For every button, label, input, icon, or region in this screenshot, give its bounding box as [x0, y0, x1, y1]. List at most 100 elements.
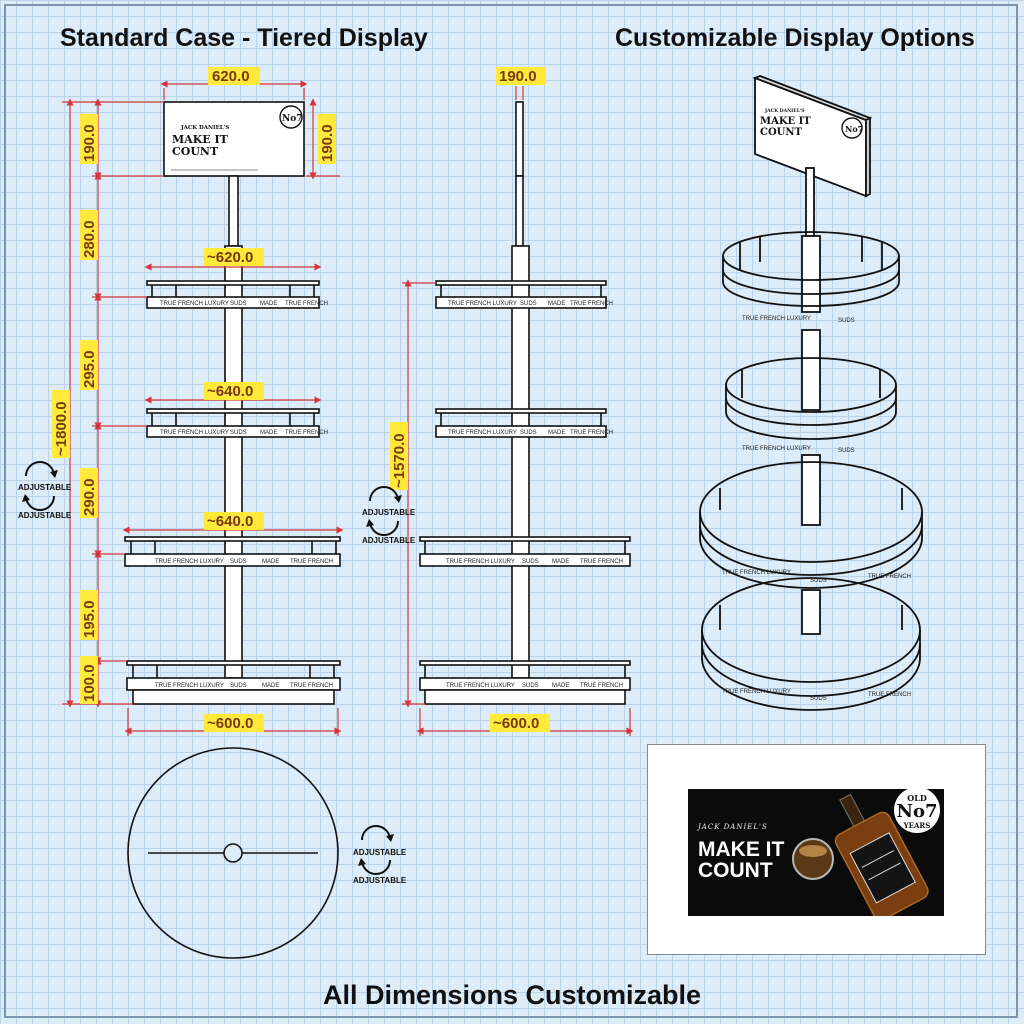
- sign-height-left-label: 190.0: [81, 124, 98, 162]
- isometric-view: [699, 75, 923, 711]
- front-sign-brand: JACK DANIEL'S: [180, 125, 229, 131]
- side-tier-3: [419, 536, 631, 567]
- artwork-brand: JACK DANIEL'S: [698, 823, 768, 831]
- side-shelf-labels: TRUE FRENCH LUXURY SUDS MADE TRUE FRENCH…: [446, 301, 623, 689]
- iso-sign-line1: MAKE IT: [760, 116, 811, 127]
- seg-100-label: 100.0: [81, 664, 98, 702]
- iso-tier-2: [725, 357, 897, 440]
- base-width-front-label: ~600.0: [207, 715, 253, 732]
- svg-text:TRUE FRENCH LUXURY: TRUE FRENCH LUXURY: [742, 446, 811, 452]
- svg-text:SUDS: SUDS: [838, 318, 855, 324]
- front-tier-3: [124, 536, 341, 567]
- svg-text:MADE: MADE: [552, 683, 569, 689]
- adjustable-icon-side: ADJUSTABLE ADJUSTABLE: [362, 486, 416, 545]
- side-sign-panel: [515, 101, 524, 177]
- artwork-line1: MAKE IT: [698, 838, 785, 861]
- sign-width-label: 620.0: [212, 68, 250, 85]
- svg-text:SUDS: SUDS: [230, 430, 247, 436]
- front-view: [124, 101, 341, 705]
- front-sign-badge: [279, 105, 303, 129]
- svg-text:SUDS: SUDS: [230, 559, 247, 565]
- old-no7-seal: OLD No7 YEARS: [894, 789, 940, 833]
- svg-text:ADJUSTABLE: ADJUSTABLE: [362, 536, 416, 545]
- whiskey-bottle-illustration: [792, 793, 929, 916]
- side-tier-4: [419, 660, 631, 705]
- iso-sign-line2: COUNT: [760, 127, 803, 138]
- svg-text:MADE: MADE: [548, 430, 565, 436]
- svg-text:TRUE FRENCH LUXURY: TRUE FRENCH LUXURY: [448, 430, 517, 436]
- svg-text:TRUE FRENCH: TRUE FRENCH: [285, 430, 328, 436]
- svg-text:MADE: MADE: [260, 430, 277, 436]
- svg-text:TRUE FRENCH LUXURY: TRUE FRENCH LUXURY: [446, 559, 515, 565]
- svg-text:TRUE FRENCH: TRUE FRENCH: [290, 559, 333, 565]
- standard-case-title: Standard Case - Tiered Display: [60, 24, 428, 52]
- svg-text:ADJUSTABLE: ADJUSTABLE: [362, 508, 416, 517]
- svg-text:SUDS: SUDS: [810, 578, 827, 584]
- front-tier-1: [146, 280, 320, 309]
- adjustable-height-label: ~1570.0: [391, 433, 408, 488]
- front-sign-line1: MAKE IT: [172, 133, 229, 146]
- iso-sign-badge: No7: [845, 124, 863, 134]
- svg-text:SUDS: SUDS: [520, 430, 537, 436]
- svg-text:TRUE FRENCH: TRUE FRENCH: [285, 301, 328, 307]
- total-height-label: ~1800.0: [53, 401, 70, 456]
- side-view: [419, 101, 631, 705]
- tier3-width-label: ~640.0: [207, 513, 253, 530]
- svg-text:MADE: MADE: [260, 301, 277, 307]
- iso-tier-1: [722, 231, 900, 307]
- iso-tier-4: [701, 577, 921, 711]
- adjustable-icon-top: ADJUSTABLE ADJUSTABLE: [353, 825, 407, 885]
- tier2-width-label: ~640.0: [207, 383, 253, 400]
- svg-text:MADE: MADE: [262, 683, 279, 689]
- sign-artwork: JACK DANIEL'S MAKE IT COUNT OLD No7 YEAR…: [688, 789, 944, 916]
- svg-text:TRUE FRENCH LUXURY: TRUE FRENCH LUXURY: [722, 689, 791, 695]
- side-sign-width-label: 190.0: [499, 68, 537, 85]
- svg-text:TRUE FRENCH: TRUE FRENCH: [580, 559, 623, 565]
- front-pole: [224, 245, 243, 679]
- svg-text:TRUE FRENCH LUXURY: TRUE FRENCH LUXURY: [155, 683, 224, 689]
- front-tier-4: [126, 660, 341, 705]
- side-tier-2: [435, 408, 607, 438]
- svg-text:TRUE FRENCH: TRUE FRENCH: [580, 683, 623, 689]
- seg-295-label: 295.0: [81, 350, 98, 388]
- seg-280-label: 280.0: [81, 220, 98, 258]
- svg-text:SUDS: SUDS: [520, 301, 537, 307]
- svg-text:TRUE FRENCH: TRUE FRENCH: [290, 683, 333, 689]
- tier1-width-label: ~620.0: [207, 249, 253, 266]
- svg-text:MADE: MADE: [262, 559, 279, 565]
- base-width-side-label: ~600.0: [493, 715, 539, 732]
- iso-tier-3: [699, 461, 923, 589]
- front-shelf-labels: TRUE FRENCH LUXURY SUDS MADE TRUE FRENCH…: [155, 301, 333, 689]
- svg-text:TRUE FRENCH: TRUE FRENCH: [570, 430, 613, 436]
- svg-text:TRUE FRENCH LUXURY: TRUE FRENCH LUXURY: [446, 683, 515, 689]
- svg-text:TRUE FRENCH LUXURY: TRUE FRENCH LUXURY: [722, 570, 791, 576]
- sign-height-right-label: 190.0: [319, 124, 336, 162]
- top-view: [127, 747, 339, 959]
- svg-text:ADJUSTABLE: ADJUSTABLE: [18, 511, 72, 520]
- customizable-options-title: Customizable Display Options: [615, 24, 975, 52]
- seg-290-label: 290.0: [81, 478, 98, 516]
- front-sign-line2: COUNT: [172, 145, 219, 158]
- svg-text:MADE: MADE: [548, 301, 565, 307]
- svg-text:TRUE FRENCH LUXURY: TRUE FRENCH LUXURY: [160, 430, 229, 436]
- svg-text:ADJUSTABLE: ADJUSTABLE: [18, 483, 72, 492]
- front-tier-2: [146, 408, 320, 438]
- svg-text:TRUE FRENCH: TRUE FRENCH: [868, 574, 911, 580]
- iso-shelf-labels: TRUE FRENCH LUXURY SUDS TRUE FRENCH LUXU…: [722, 316, 911, 702]
- svg-text:TRUE FRENCH LUXURY: TRUE FRENCH LUXURY: [448, 301, 517, 307]
- side-pole: [511, 245, 530, 679]
- svg-text:SUDS: SUDS: [522, 559, 539, 565]
- svg-text:TRUE FRENCH LUXURY: TRUE FRENCH LUXURY: [742, 316, 811, 322]
- footer-note: All Dimensions Customizable: [322, 980, 702, 1010]
- adjustable-icon-front: ADJUSTABLE ADJUSTABLE: [18, 461, 72, 520]
- artwork-line2: COUNT: [698, 859, 773, 882]
- svg-text:MADE: MADE: [552, 559, 569, 565]
- seg-195-label: 195.0: [81, 600, 98, 638]
- svg-text:SUDS: SUDS: [810, 696, 827, 702]
- svg-text:SUDS: SUDS: [230, 301, 247, 307]
- svg-text:TRUE FRENCH LUXURY: TRUE FRENCH LUXURY: [160, 301, 229, 307]
- front-sign-badge-text: No7: [282, 114, 303, 124]
- svg-text:SUDS: SUDS: [838, 448, 855, 454]
- front-base: [132, 689, 335, 705]
